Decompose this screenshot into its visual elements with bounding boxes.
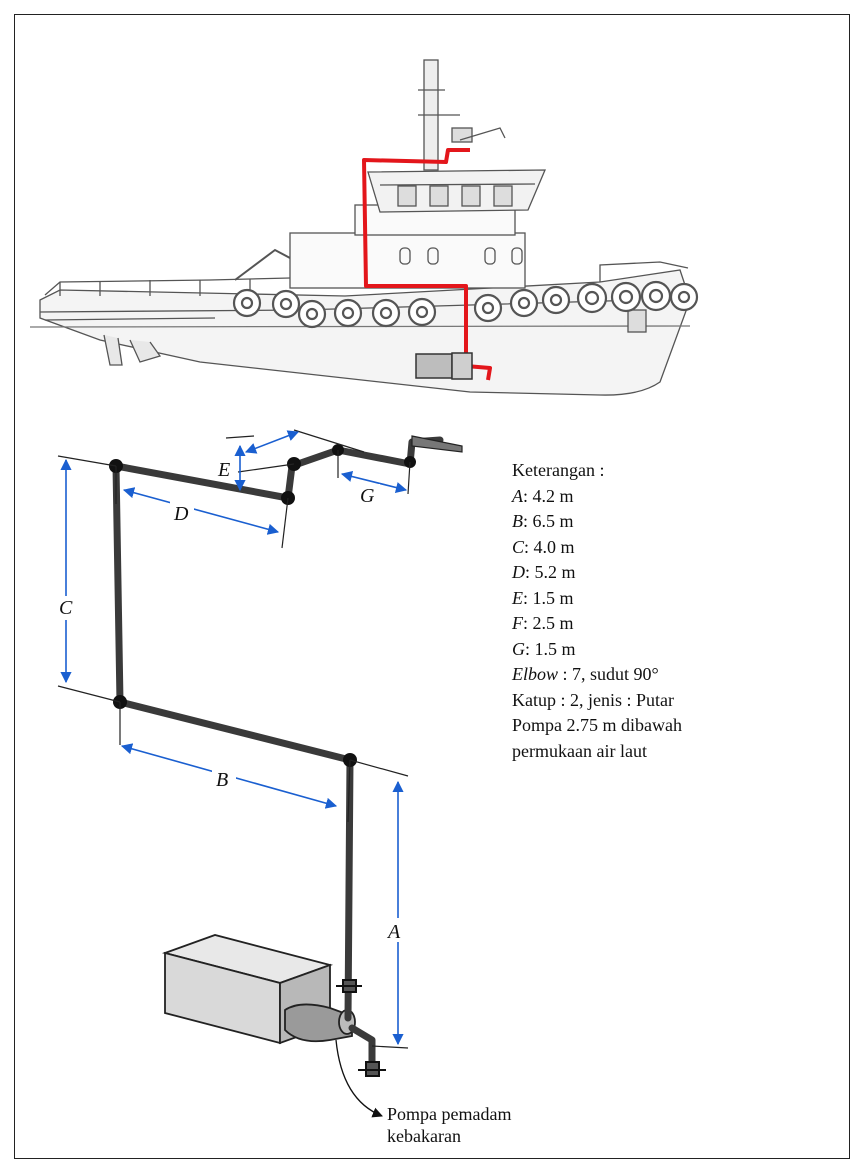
boat-pump [451,352,473,380]
tugboat-illustration [29,59,691,396]
pump-callout-arrow [335,1039,383,1118]
valves [336,979,386,1077]
legend-title: Keterangan : [512,460,605,480]
dim-arrow-g [340,471,408,493]
dim-label-b: B [216,769,228,791]
fire-pump-body [284,1003,353,1043]
dim-label-g: G [360,485,375,507]
pump-callout: Pompa pemadam kebakaran [387,1103,511,1147]
legend-item-e: E: 1.5 m [512,587,574,608]
boat-pump-motor [415,353,453,379]
tyre-fenders [232,280,699,329]
dimension-arrows [60,430,408,1046]
dimension-labels: C A B D E G [56,459,408,943]
dim-arrow-f [244,430,300,454]
legend-item-f: F: 2.5 m [512,613,574,633]
legend-pump-line-1: Pompa 2.75 m dibawah [512,715,682,735]
dim-arrow-d [122,487,280,535]
legend-item-c: C: 4.0 m [512,536,575,557]
legend-item-d: D: 5.2 m [512,562,576,582]
waterline [29,325,691,328]
legend-valve: Katup : 2, jenis : Putar [512,689,674,710]
legend-item-a: A: 4.2 m [512,485,574,506]
dim-label-e: E [217,459,230,481]
reference-lines [57,429,411,1049]
dim-label-a: A [386,921,401,943]
pump-unit [161,934,356,1045]
legend-pump-line-2: permukaan air laut [512,740,647,761]
nozzle [411,435,463,453]
dim-label-d: D [173,503,189,525]
legend-item-g: G: 1.5 m [512,638,576,659]
legend-item-b: B: 6.5 m [512,511,574,531]
legend-elbow: Elbow : 7, sudut 90° [512,664,659,684]
fire-main-highlight [362,148,492,381]
pump-callout-line-2: kebakaran [387,1126,461,1146]
dim-label-c: C [59,597,73,619]
deckhouse [289,232,526,289]
legend: Keterangan : A: 4.2 m B: 6.5 m C: 4.0 m … [512,458,682,764]
wheelhouse [367,169,546,213]
figure-frame [14,14,850,1159]
pump-callout-line-1: Pompa pemadam [387,1104,512,1124]
